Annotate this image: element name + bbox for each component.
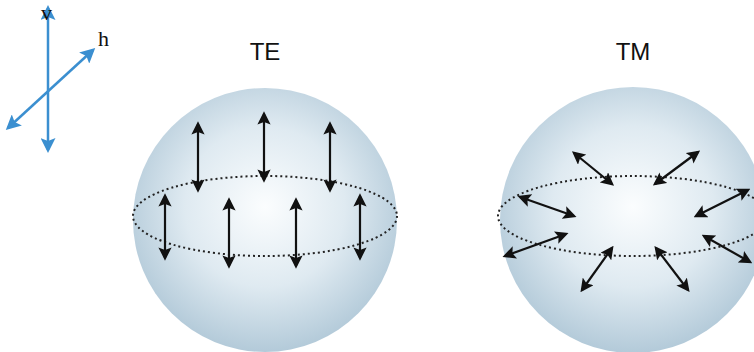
sphere-outline (500, 40, 754, 352)
mode-heading: TE (250, 40, 281, 64)
equator-ring (133, 176, 397, 256)
axis-arrows (8, 8, 93, 150)
mode-heading: TM (616, 40, 651, 64)
axis-label: h (98, 28, 109, 50)
te-field-arrows (165, 114, 360, 266)
axis-label: v (41, 2, 52, 24)
equator-ring (498, 176, 754, 256)
te-sphere: TE (133, 40, 397, 352)
tm-sphere: TM (500, 40, 754, 352)
tm-field-arrows (505, 152, 750, 290)
sphere-outline (133, 40, 397, 352)
